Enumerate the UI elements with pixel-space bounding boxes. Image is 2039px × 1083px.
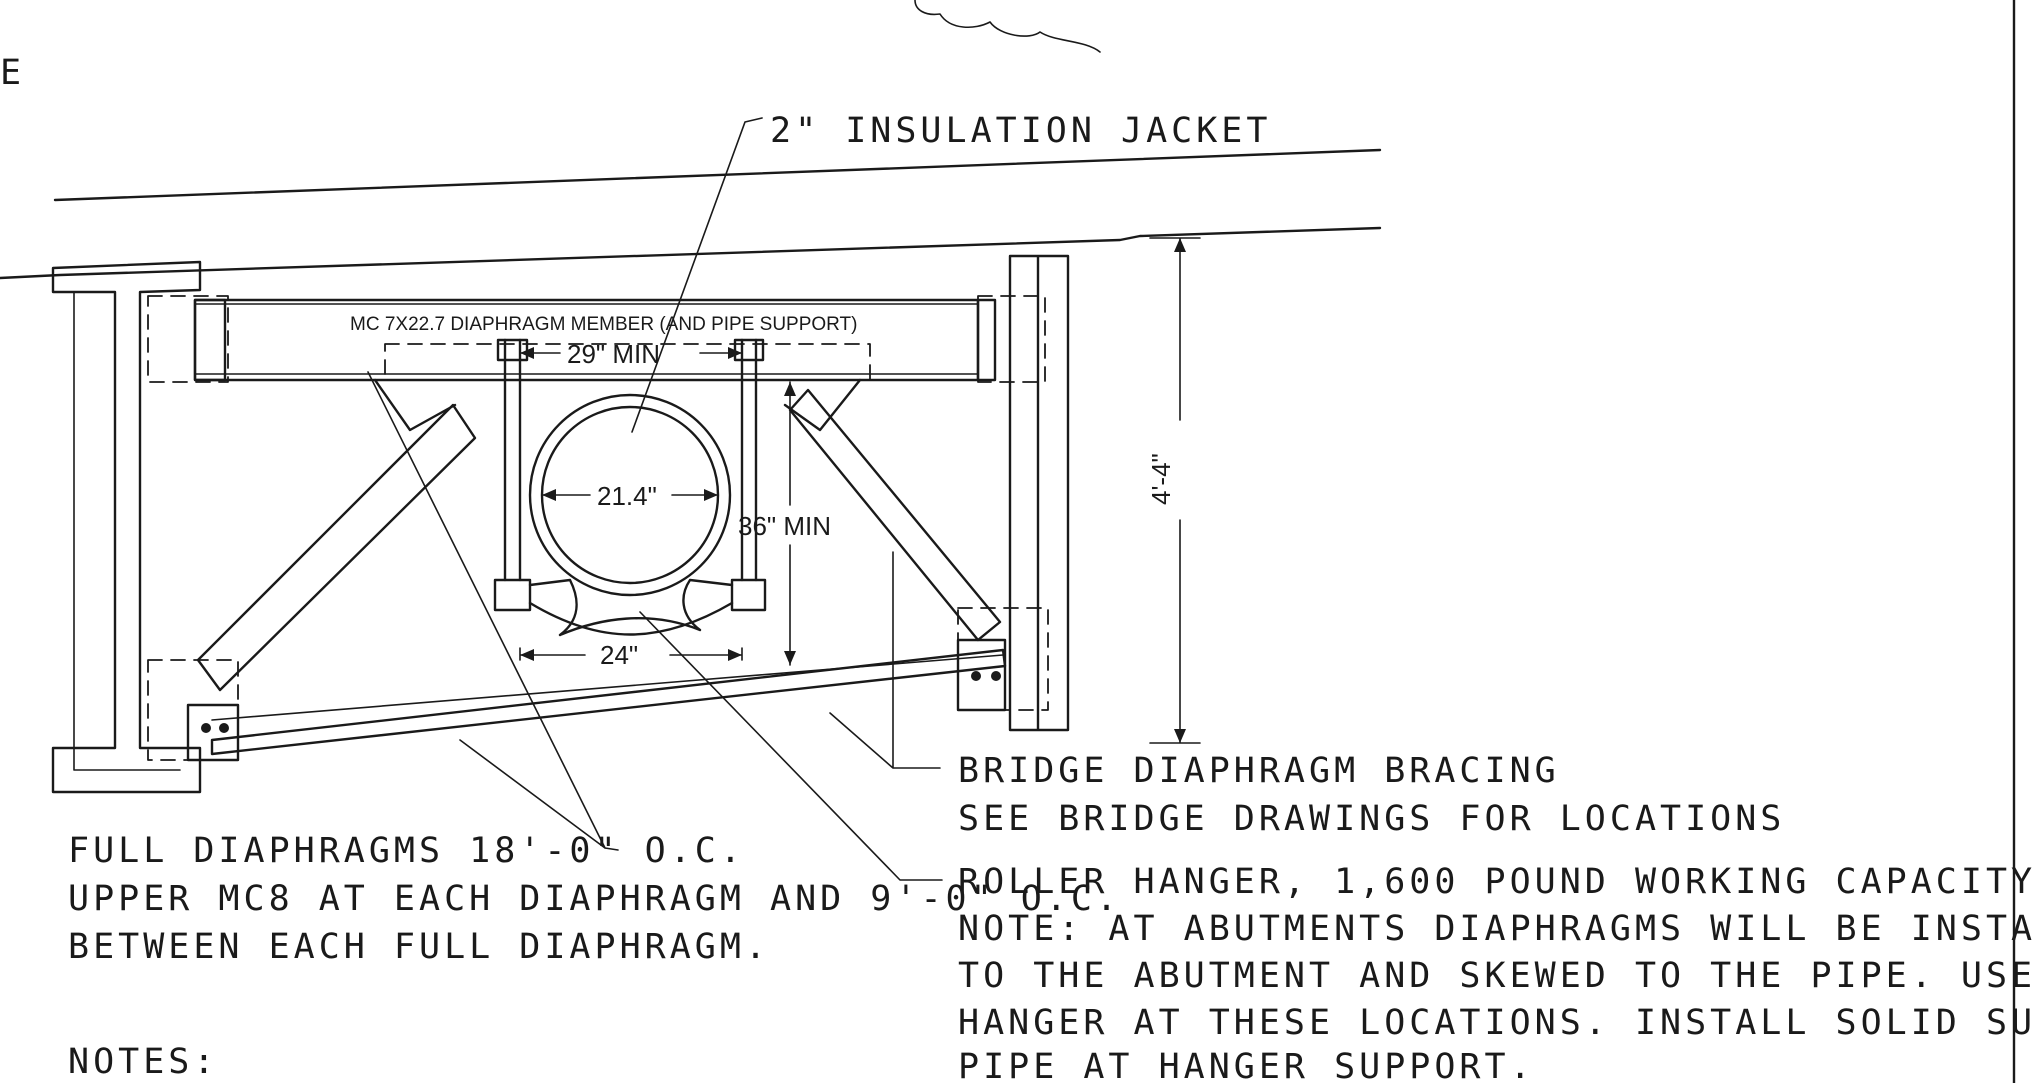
notes-heading: NOTES: — [68, 1042, 218, 1082]
left-girder — [51, 260, 202, 794]
deck-bottom-line — [0, 226, 1382, 280]
full-diaphragms-line3: BETWEEN EACH FULL DIAPHRAGM. — [68, 927, 770, 967]
right-girder — [1008, 254, 1070, 732]
roller-hanger — [493, 578, 767, 637]
bracing-leaders — [829, 551, 941, 769]
diaphragm-member — [147, 295, 1046, 383]
dim-24: 24" — [600, 640, 638, 670]
revision-cloud — [914, 0, 1101, 53]
diagonal-bracing — [196, 388, 1007, 756]
dim-36-min: 36" MIN — [738, 511, 831, 541]
bracing-label-line2: SEE BRIDGE DRAWINGS FOR LOCATIONS — [958, 799, 1785, 839]
right-connection-plate — [956, 607, 1049, 712]
insulation-leader — [631, 117, 763, 433]
dim-36-min-arrows — [784, 381, 796, 666]
roller-leader — [639, 611, 943, 881]
dim-29-min-arrows — [519, 347, 743, 359]
left-gusset — [373, 378, 457, 432]
full-diaphragms-line2: UPPER MC8 AT EACH DIAPHRAGM AND 9'-0" O.… — [68, 879, 1121, 919]
roller-hanger-line5: PIPE AT HANGER SUPPORT. — [958, 1047, 1535, 1083]
dim-21-4: 21.4" — [597, 481, 657, 511]
dim-24-arrows — [519, 647, 743, 661]
right-gusset — [783, 378, 862, 432]
insulation-jacket-label: 2" INSULATION JACKET — [770, 111, 1271, 151]
dim-4-4-arrows — [1149, 237, 1201, 744]
deck-top-line — [53, 148, 1382, 202]
dim-4-4: 4'-4" — [1146, 453, 1176, 505]
bracing-label-line1: BRIDGE DIAPHRAGM BRACING — [958, 751, 1560, 791]
roller-hanger-line2: NOTE: AT ABUTMENTS DIAPHRAGMS WILL BE IN… — [958, 909, 2039, 949]
dim-29-min: 29" MIN — [567, 339, 660, 369]
partial-left-char: E — [0, 53, 25, 93]
left-connection-plate — [147, 659, 240, 762]
roller-hanger-line1: ROLLER HANGER, 1,600 POUND WORKING CAPAC… — [958, 862, 2036, 902]
full-diaphragm-leaders — [367, 371, 619, 851]
diaphragm-member-label: MC 7X22.7 DIAPHRAGM MEMBER (AND PIPE SUP… — [350, 314, 857, 335]
dim-21-4-arrows — [541, 489, 719, 501]
roller-hanger-line4: HANGER AT THESE LOCATIONS. INSTALL SOLID… — [958, 1003, 2039, 1043]
full-diaphragms-line1: FULL DIAPHRAGMS 18'-0" O.C. — [68, 831, 745, 871]
roller-hanger-line3: TO THE ABUTMENT AND SKEWED TO THE PIPE. … — [958, 956, 2039, 996]
